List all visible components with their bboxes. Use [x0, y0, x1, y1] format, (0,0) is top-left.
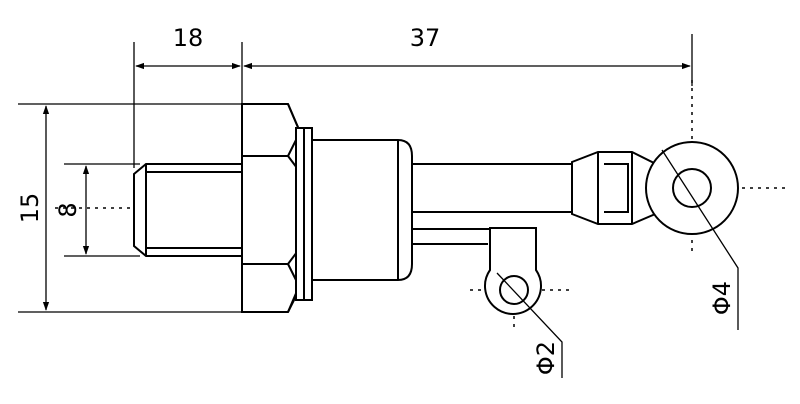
- dim-thread-length: 18: [173, 24, 204, 52]
- hole-leaders: [496, 149, 739, 378]
- dim-large-hole: Φ4: [708, 281, 736, 315]
- extension-lines: [18, 34, 693, 313]
- thyristor-housing: [133, 103, 413, 313]
- gate-lead: [412, 227, 542, 315]
- dim-thread-diameter: 8: [54, 202, 82, 217]
- flexible-lead: [411, 163, 575, 213]
- dim-body-length: 37: [410, 24, 441, 52]
- dimension-lines: [42, 62, 691, 311]
- ring-terminal: [571, 141, 739, 235]
- dim-small-hole: Φ2: [532, 341, 560, 375]
- dim-overall-height: 15: [16, 193, 44, 224]
